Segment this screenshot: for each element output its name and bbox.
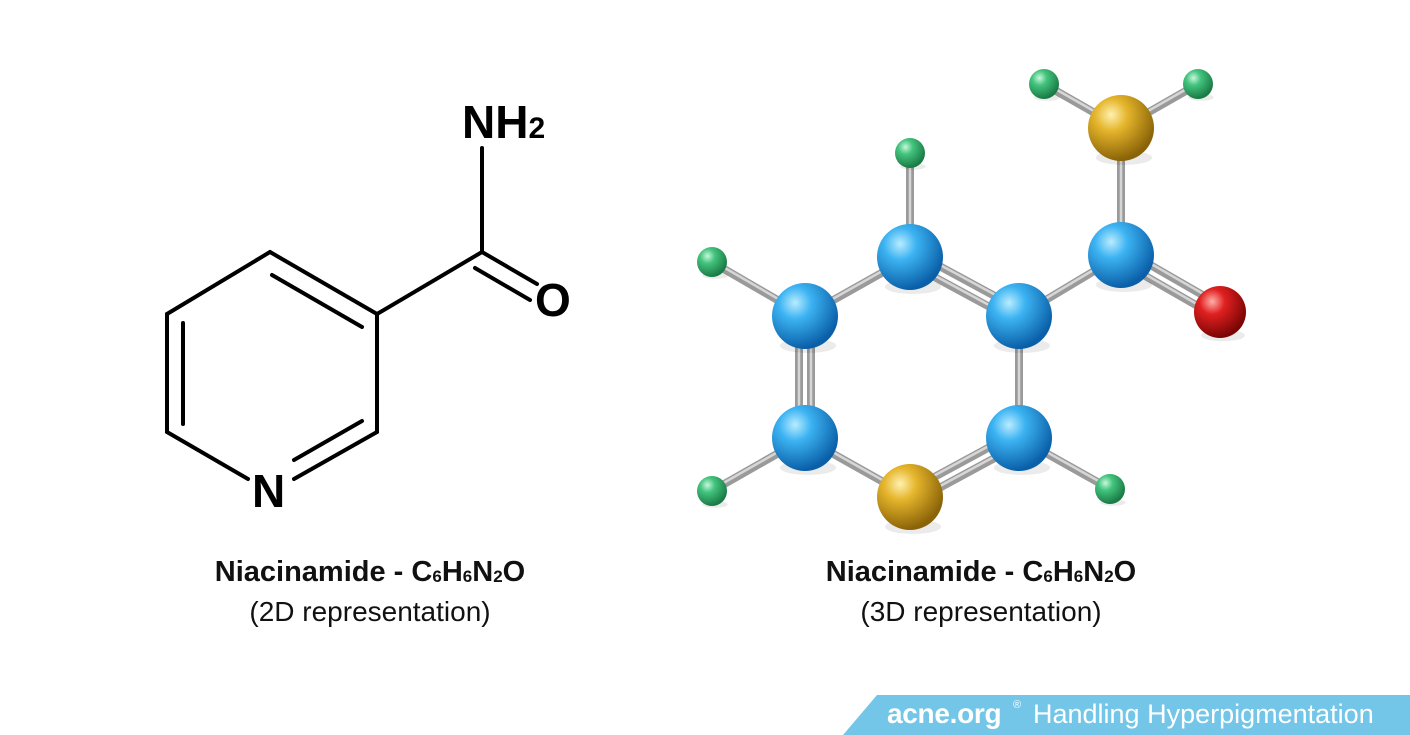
hydrogen-atom	[1095, 474, 1125, 504]
formula-element: H	[1052, 556, 1074, 588]
bond-2d-ring-1	[268, 250, 379, 316]
bond-2d-ring-3	[292, 430, 379, 481]
bond-2d-ring-6	[165, 250, 272, 316]
hydrogen-atom	[1183, 69, 1213, 99]
nitrogen-atom	[1088, 95, 1154, 161]
model-3d	[697, 69, 1246, 534]
formula-subscript: 6	[1043, 567, 1053, 586]
formula-element: N	[472, 556, 494, 588]
brand-logo: acne.org	[887, 698, 1002, 729]
hydrogen-atom	[697, 476, 727, 506]
formula-subscript: 6	[462, 567, 473, 586]
carbon-atom	[986, 283, 1052, 349]
formula-subscript: 6	[432, 567, 442, 586]
caption-3d-title: Niacinamide - C6H6N2O	[721, 554, 1241, 594]
caption-2d-subtitle: (2D representation)	[249, 596, 491, 627]
bond-2d-c-o-inner	[473, 266, 532, 302]
label-nh2: NH2	[462, 96, 545, 148]
oxygen-atom	[1194, 286, 1246, 338]
formula-subscript: 2	[493, 567, 503, 586]
formula-subscript: 6	[1073, 567, 1084, 586]
carbon-atom	[1088, 222, 1154, 288]
caption-3d-name: Niacinamide -	[825, 556, 1023, 588]
caption-3d-subtitle: (3D representation)	[860, 596, 1102, 627]
formula-element: C	[1022, 556, 1044, 588]
bond-2d-ring-1-inner	[270, 273, 364, 329]
structure-2d	[165, 146, 539, 481]
caption-3d: Niacinamide - C6H6N2O (3D representation…	[721, 554, 1241, 630]
caption-2d-name: Niacinamide -	[214, 556, 412, 588]
model-3d-atoms	[697, 69, 1246, 534]
caption-2d-title: Niacinamide - C6H6N2O	[110, 554, 630, 594]
carbon-atom	[772, 283, 838, 349]
formula-element: N	[1083, 556, 1105, 588]
hydrogen-atom	[1029, 69, 1059, 99]
nitrogen-atom	[877, 464, 943, 530]
caption-3d-formula: C6H6N2O	[1022, 556, 1136, 588]
bond-2d-ring-3-inner	[292, 419, 364, 462]
formula-element: O	[502, 556, 526, 588]
registered-mark: ®	[1013, 699, 1022, 711]
formula-element: O	[1113, 556, 1137, 588]
hydrogen-atom	[895, 138, 925, 168]
label-ring-nitrogen: N	[252, 465, 285, 517]
carbon-atom	[877, 224, 943, 290]
label-oxygen: O	[535, 274, 571, 326]
bond-2d-c-carbonyl	[375, 250, 484, 316]
hydrogen-atom	[697, 247, 727, 277]
bond-2d-ring-4	[165, 430, 250, 481]
formula-element: C	[411, 556, 433, 588]
caption-2d-formula: C6H6N2O	[411, 556, 525, 588]
carbon-atom	[772, 405, 838, 471]
formula-element: H	[441, 556, 463, 588]
banner-tagline: Handling Hyperpigmentation	[1033, 699, 1374, 729]
caption-2d: Niacinamide - C6H6N2O (2D representation…	[110, 554, 630, 630]
carbon-atom	[986, 405, 1052, 471]
brand-banner: acne.org ® Handling Hyperpigmentation	[843, 695, 1410, 735]
bond-2d-c-o	[480, 250, 539, 286]
formula-subscript: 2	[1104, 567, 1114, 586]
